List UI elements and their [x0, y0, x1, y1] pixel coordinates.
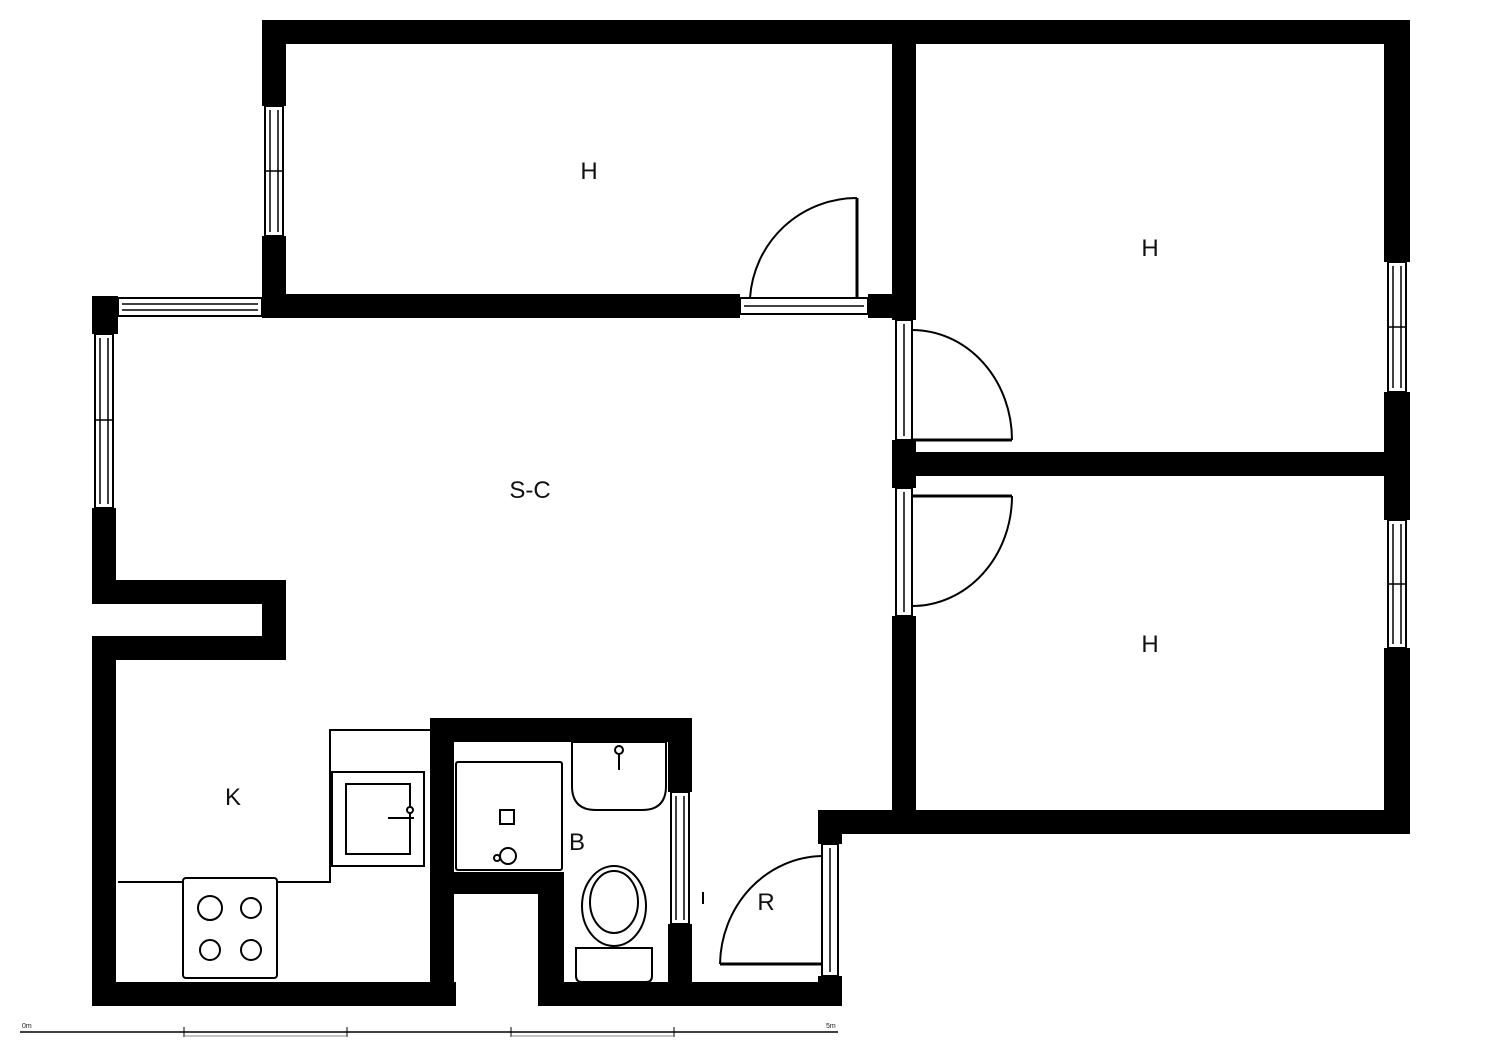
door-right-lower-bedroom [895, 487, 1013, 617]
window-living-top [117, 297, 263, 317]
label-living-dining: S-C [509, 477, 550, 504]
toilet [575, 865, 653, 983]
label-bedroom-right-upper: H [1141, 235, 1158, 262]
wall-kitchen-left [92, 636, 116, 1006]
door-entrance [719, 843, 839, 977]
window-right-upper-bedroom [1387, 261, 1407, 393]
shower-tray [455, 761, 563, 871]
wall-hall-bottom [538, 982, 842, 1006]
window-living-left [94, 333, 114, 509]
kitchen-fixtures [118, 729, 430, 979]
wall-bath-left [430, 718, 454, 1006]
label-hall: R [757, 889, 774, 916]
cooktop [182, 877, 278, 979]
wall-bath-shelf [430, 872, 564, 894]
doors [719, 196, 1013, 977]
windows [94, 105, 1407, 925]
kitchen-sink [331, 771, 425, 867]
window-top-bedroom-left [264, 105, 284, 237]
scale-bar: 0m 5m [20, 1023, 838, 1037]
bathroom-fixtures [455, 741, 704, 983]
wall-bath-top [430, 718, 692, 742]
label-bathroom: B [569, 829, 585, 856]
door-top-bedroom [739, 196, 869, 315]
wall-notch-bottom [92, 636, 286, 660]
wall-notch-top [92, 580, 286, 604]
washbasin [571, 741, 667, 811]
wall-hall-right-bottom [818, 976, 842, 1006]
wall-living-corner-top [92, 296, 118, 334]
walls [92, 20, 1410, 1006]
label-kitchen: K [225, 784, 241, 811]
window-right-lower-bedroom [1387, 519, 1407, 649]
wall-right-upper [1384, 20, 1410, 262]
wall-partition-vertical-mid [892, 440, 916, 488]
door-right-upper-bedroom [895, 319, 1013, 442]
scale-start-label: 0m [22, 1023, 32, 1030]
room-labels: H H H S-C K B R [225, 158, 1159, 916]
wall-bath-right-upper [668, 718, 692, 792]
wall-hall-right-top [818, 810, 842, 844]
wall-right-lower [1384, 648, 1410, 834]
wall-kitchen-bottom [92, 982, 456, 1006]
window-bathroom [670, 791, 690, 925]
wall-top-bedroom-left-upper [262, 20, 286, 106]
wall-bedroom-divider [892, 452, 1410, 476]
wall-top [262, 20, 1410, 44]
wall-right-bedroom-bottom [818, 810, 1410, 834]
wall-partition-vertical-lower [892, 616, 916, 834]
label-bedroom-right-lower: H [1141, 631, 1158, 658]
wall-top-bedroom-bottom [262, 294, 740, 318]
scale-end-label: 5m [826, 1023, 836, 1030]
wall-partition-vertical-upper [892, 20, 916, 320]
label-bedroom-top: H [580, 158, 597, 185]
